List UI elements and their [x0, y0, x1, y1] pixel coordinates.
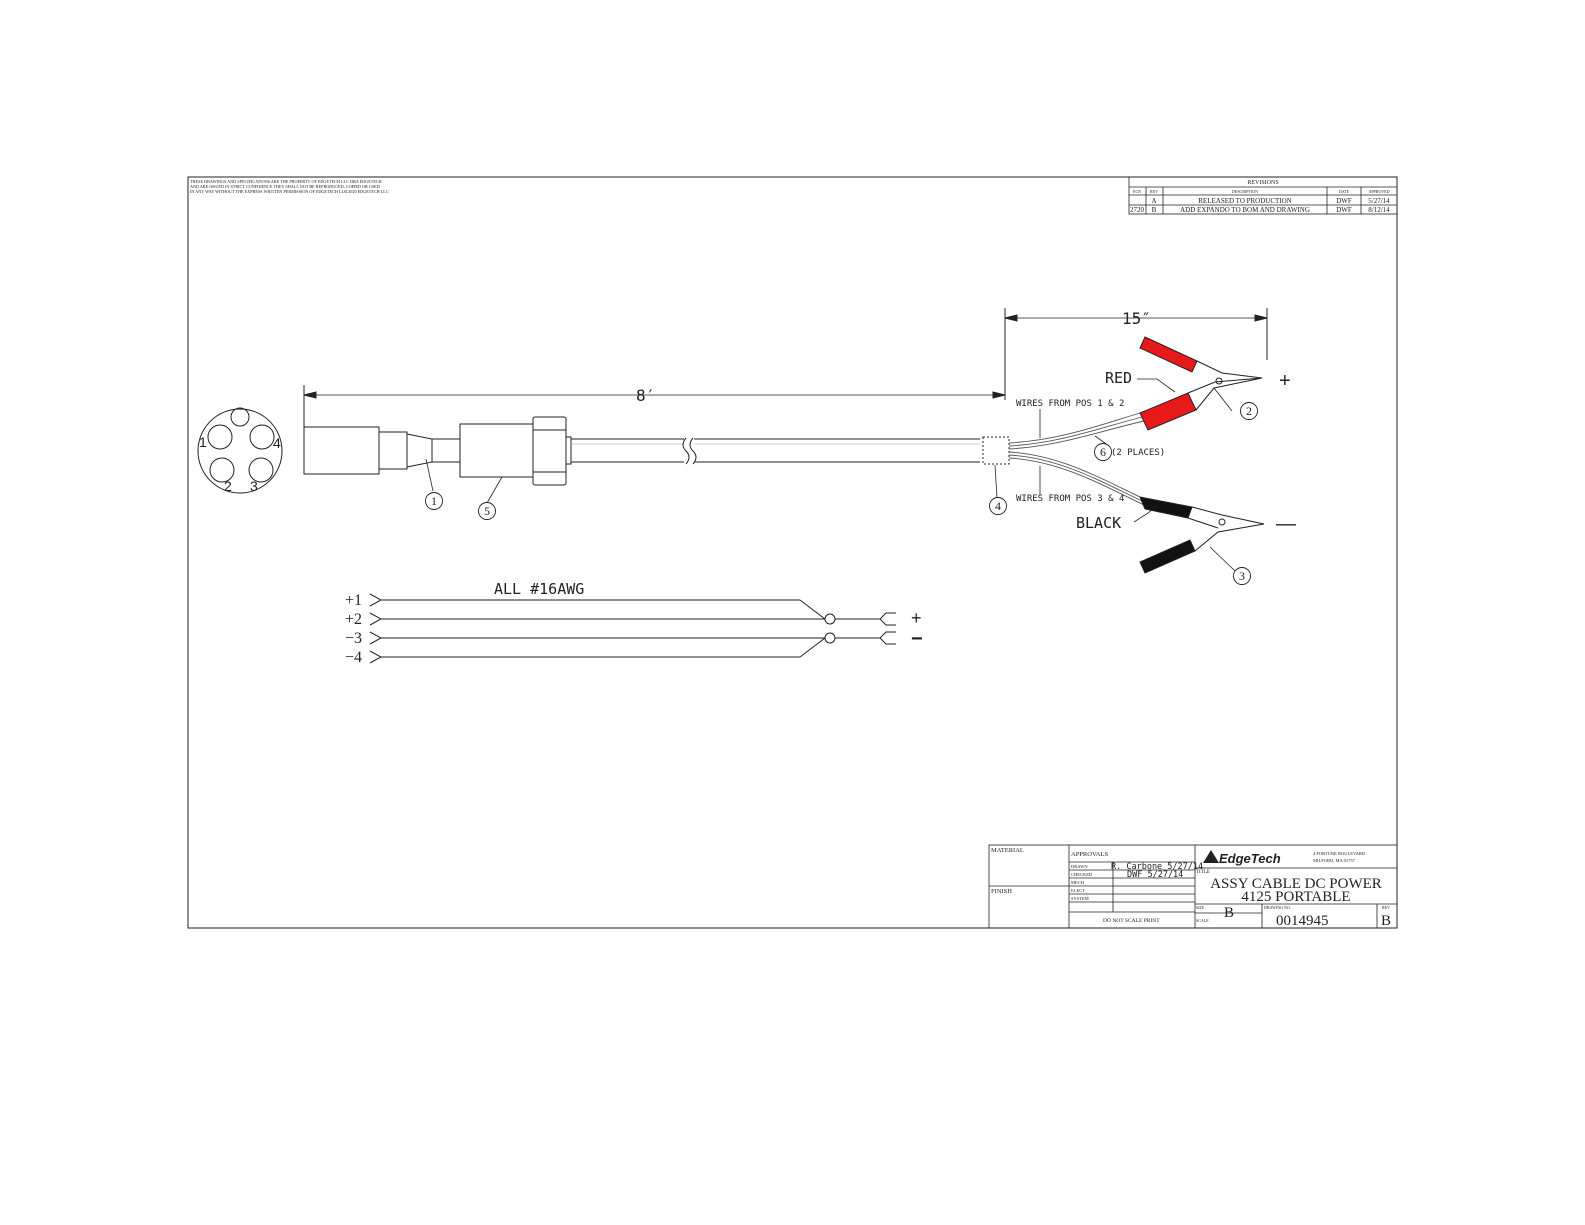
label-red: RED — [1105, 369, 1132, 387]
tb-checked-value: DWF 5/27/14 — [1127, 870, 1183, 880]
schematic-input-2: +2 — [345, 611, 362, 628]
tb-title-label: TITLE — [1196, 870, 1210, 875]
notice-line-2: AND ARE ISSUED IN STRICT CONFIDENCE THEY… — [190, 184, 380, 190]
cable-assembly — [303, 308, 1268, 506]
tb-address-1: 4 FORTUNE BOULEVARD — [1313, 851, 1366, 856]
tb-drawn-label: DRAWN — [1071, 864, 1088, 869]
rev-row-2-rev: B — [1152, 206, 1157, 214]
balloon-3-label: 3 — [1239, 569, 1245, 583]
revisions-table — [1128, 176, 1398, 215]
label-wires-pos-1-2: WIRES FROM POS 1 & 2 — [1016, 399, 1124, 409]
tb-material-label: MATERIAL — [991, 847, 1024, 854]
tb-title-line-1: ASSY CABLE DC POWER — [1210, 876, 1382, 892]
balloon-6-label: 6 — [1100, 445, 1106, 459]
rev-row-2-ecn: 2720 — [1130, 206, 1145, 214]
edgetech-logo-icon — [1203, 850, 1219, 863]
balloon-1-label: 1 — [431, 494, 437, 508]
tb-checked-label: CHECKED — [1071, 872, 1093, 877]
polarity-plus: + — [1279, 370, 1291, 392]
rev-row-2-date: DWF — [1336, 206, 1352, 214]
pin-label-4: 4 — [273, 435, 281, 451]
tb-approvals-label: APPROVALS — [1071, 851, 1108, 858]
notice-copyright: ©2020 EDGETECH LLC — [345, 189, 389, 194]
rev-row-2-approved: 8/12/14 — [1368, 206, 1390, 214]
rev-header-approved: APPROVED — [1368, 189, 1389, 194]
rev-row-1-description: RELEASED TO PRODUCTION — [1198, 197, 1291, 205]
tb-finish-label: FINISH — [991, 888, 1012, 895]
label-wires-pos-3-4: WIRES FROM POS 3 & 4 — [1016, 494, 1124, 504]
tb-do-not-scale: DO NOT SCALE PRINT — [1103, 918, 1160, 924]
rev-row-1-rev: A — [1151, 197, 1156, 205]
tb-company: EdgeTech — [1219, 851, 1281, 866]
revisions-title: REVISIONS — [1247, 180, 1278, 186]
balloon-1 — [425, 492, 443, 510]
balloon-2-label: 2 — [1246, 404, 1252, 418]
tb-elect-label: ELECT — [1071, 888, 1085, 893]
tb-scale-label: SCALE — [1196, 918, 1209, 923]
balloon-4-label: 4 — [995, 499, 1001, 513]
dimension-cable-length: 8′ — [636, 386, 655, 405]
notice-line-1: THESE DRAWINGS AND SPECIFICATIONS ARE TH… — [190, 179, 382, 184]
tb-drawing-no-value: 0014945 — [1276, 913, 1329, 929]
wiring-schematic — [369, 593, 896, 664]
title-block — [988, 844, 1398, 929]
pin-label-3: 3 — [250, 478, 258, 494]
pin-label-2: 2 — [224, 478, 232, 494]
balloon-6 — [1094, 443, 1112, 461]
schematic-output-minus: − — [911, 628, 923, 650]
balloon-5-label: 5 — [484, 504, 490, 518]
rev-header-date: DATE — [1339, 189, 1350, 194]
schematic-awg-label: ALL #16AWG — [494, 580, 584, 598]
schematic-output-plus: + — [911, 608, 922, 628]
schematic-input-4: −4 — [345, 649, 362, 666]
polarity-minus: — — [1276, 513, 1296, 535]
tb-drawn-value: R. Carbone 5/27/14 — [1111, 862, 1203, 872]
tb-size-value: B — [1224, 905, 1234, 921]
schematic-input-3: −3 — [345, 630, 362, 647]
balloon-2 — [1240, 402, 1258, 420]
rev-header-ecn: ECN — [1133, 189, 1141, 194]
balloon-4 — [989, 497, 1007, 515]
rev-header-rev: REV — [1150, 189, 1158, 194]
tb-address-2: MILFORD, MA 01757 — [1313, 858, 1356, 864]
rev-header-description: DESCRIPTION — [1232, 189, 1258, 194]
label-black: BLACK — [1076, 514, 1121, 532]
rev-row-1-date: DWF — [1336, 197, 1352, 205]
tb-rev-value: B — [1381, 913, 1391, 929]
notice-line-3: IN ANY WAY WITHOUT THE EXPRESS WRITTEN P… — [190, 189, 347, 194]
balloon-5 — [478, 502, 496, 520]
tb-mech-label: MECH — [1071, 880, 1085, 885]
tb-rev-label: REV — [1382, 905, 1390, 910]
tb-system-label: SYSTEM — [1071, 896, 1089, 901]
red-alligator-clip — [1139, 336, 1263, 431]
rev-row-2-description: ADD EXPANDO TO BOM AND DRAWING — [1180, 206, 1310, 214]
schematic-input-1: +1 — [345, 592, 362, 609]
leader-lines — [425, 378, 1236, 572]
connector-face — [197, 407, 283, 494]
tb-drawing-no-label: DRAWING NO. — [1264, 905, 1291, 910]
rev-row-1-approved: 5/27/14 — [1368, 197, 1390, 205]
sheet-border — [187, 176, 1398, 929]
dimension-lead-length: 15″ — [1122, 309, 1151, 328]
label-two-places: (2 PLACES) — [1111, 448, 1165, 458]
pin-label-1: 1 — [199, 434, 207, 450]
tb-size-label: SIZE — [1196, 905, 1205, 910]
balloon-3 — [1233, 567, 1251, 585]
black-alligator-clip — [1139, 496, 1265, 574]
tb-title-line-2: 4125 PORTABLE — [1241, 889, 1350, 905]
